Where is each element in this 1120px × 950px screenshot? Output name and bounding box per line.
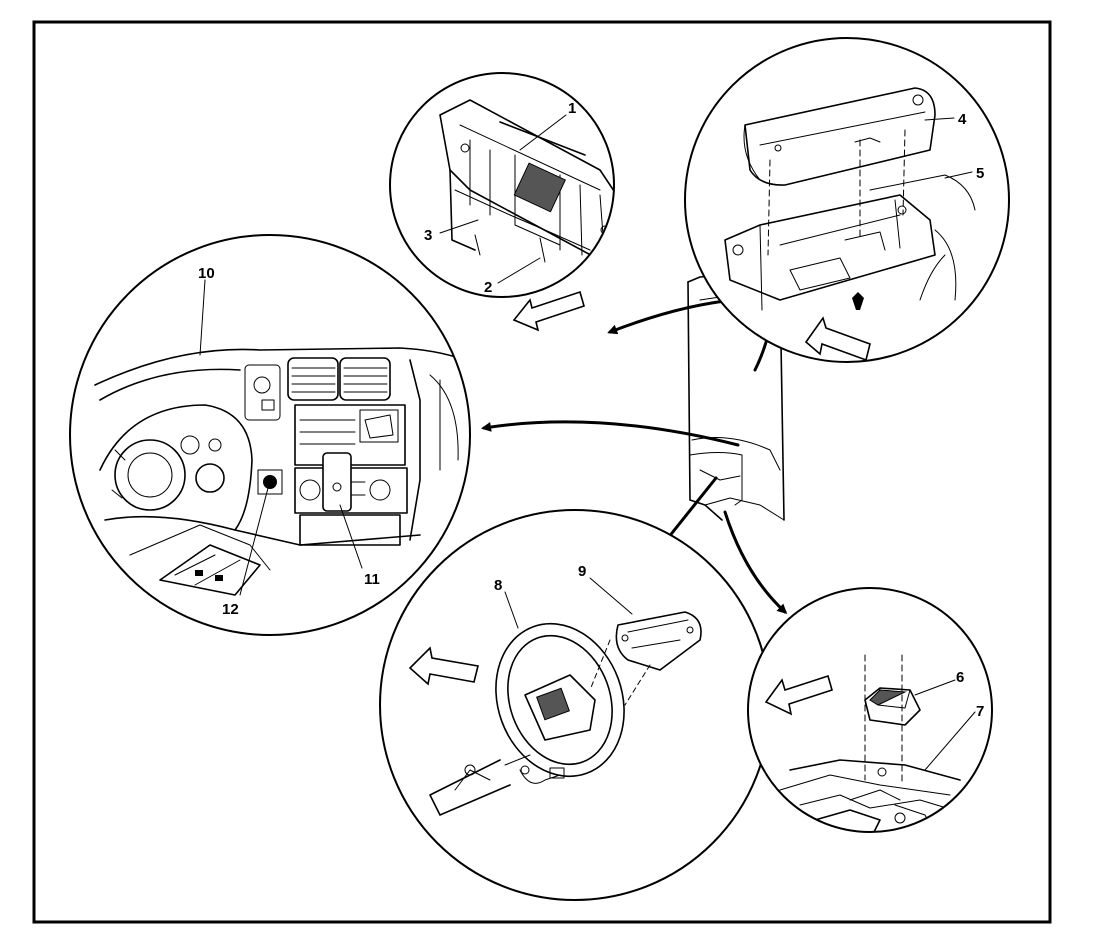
arrow-to-instrument-panel xyxy=(607,298,737,335)
direction-arrow-d xyxy=(408,646,479,686)
callout-5: 5 xyxy=(976,165,984,182)
arrow-to-sensor xyxy=(723,510,788,615)
callout-10: 10 xyxy=(198,265,215,282)
callout-11: 11 xyxy=(364,571,380,588)
callout-3: 3 xyxy=(424,227,432,244)
callout-8: 8 xyxy=(494,577,502,594)
arrow-to-left-view xyxy=(481,420,740,447)
diagram-frame xyxy=(32,20,1052,924)
direction-arrow-a xyxy=(512,290,585,332)
view-passenger-module: 4 5 xyxy=(684,37,1010,363)
callout-4: 4 xyxy=(958,111,967,128)
callout-1: 1 xyxy=(568,100,576,117)
view-instrument-panel: 10 11 12 xyxy=(69,234,471,636)
callout-12: 12 xyxy=(222,601,239,618)
view-panel-carrier: 1 3 2 xyxy=(389,72,615,332)
direction-arrow-b xyxy=(804,316,871,362)
view-steering-wheel: 8 9 xyxy=(379,509,771,901)
callout-6: 6 xyxy=(956,669,964,686)
callout-2: 2 xyxy=(484,279,492,296)
direction-arrow-e xyxy=(764,674,833,716)
callout-7: 7 xyxy=(976,703,984,720)
callout-9: 9 xyxy=(578,563,586,580)
view-sensor: 6 7 xyxy=(747,587,993,833)
